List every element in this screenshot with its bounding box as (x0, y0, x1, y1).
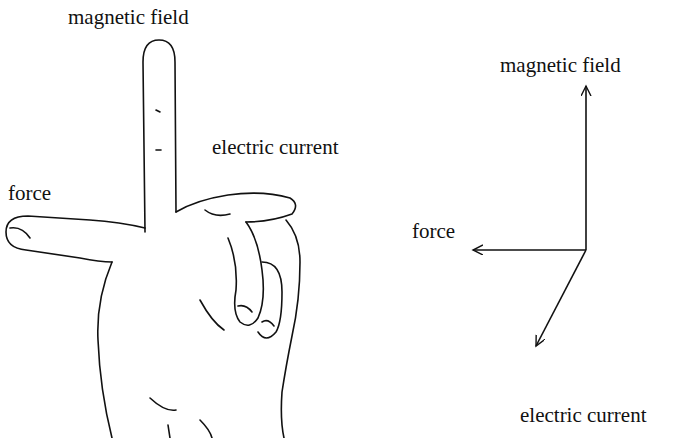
force-axis-label: force (412, 220, 455, 243)
axis-arrows (473, 86, 586, 346)
force-label: force (8, 182, 51, 205)
field-axis-label: magnetic field (500, 54, 621, 77)
field-label: magnetic field (68, 6, 189, 29)
current-axis-label: electric current (520, 404, 647, 427)
current-label: electric current (212, 136, 339, 159)
